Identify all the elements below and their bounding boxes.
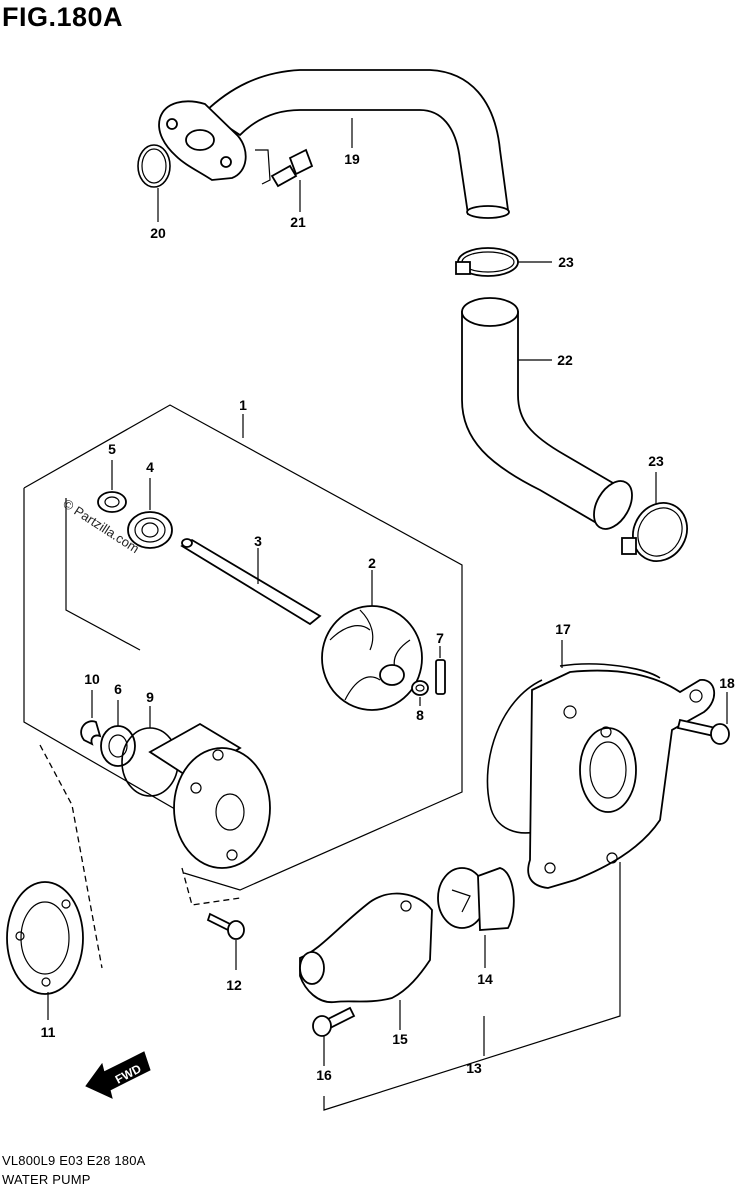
o-ring-20[interactable] — [137, 144, 171, 188]
section-name: WATER PUMP — [2, 1172, 91, 1187]
callout-7[interactable]: 7 — [436, 630, 444, 646]
washer-8[interactable] — [411, 680, 429, 696]
callout-11[interactable]: 11 — [41, 1024, 56, 1040]
callout-23-upper[interactable]: 23 — [558, 254, 574, 270]
callout-3[interactable]: 3 — [254, 533, 262, 549]
callout-1[interactable]: 1 — [239, 397, 247, 413]
hose-clamp-23-upper[interactable] — [455, 247, 519, 277]
forward-direction-icon: FWD — [85, 1051, 151, 1099]
figure-title: FIG.180A — [2, 2, 124, 32]
callout-23-lower[interactable]: 23 — [648, 453, 664, 469]
callout-6[interactable]: 6 — [114, 681, 122, 697]
callout-19[interactable]: 19 — [344, 151, 360, 167]
gasket-11[interactable] — [6, 881, 84, 995]
callout-22[interactable]: 22 — [557, 352, 573, 368]
callout-4[interactable]: 4 — [146, 459, 154, 475]
screw-12[interactable] — [206, 912, 245, 940]
hose-22[interactable] — [461, 297, 640, 536]
callout-16[interactable]: 16 — [316, 1067, 332, 1083]
screw-16[interactable] — [312, 1006, 356, 1037]
callout-13[interactable]: 13 — [466, 1060, 482, 1076]
callout-21[interactable]: 21 — [290, 214, 306, 230]
hose-clamp-23-lower[interactable] — [621, 493, 698, 571]
flange-19 — [158, 100, 247, 181]
callout-17[interactable]: 17 — [555, 621, 571, 637]
assembly-1-outline — [23, 404, 463, 891]
pipe-19[interactable] — [203, 69, 510, 219]
callout-9[interactable]: 9 — [146, 689, 154, 705]
callout-12[interactable]: 12 — [226, 977, 242, 993]
callout-10[interactable]: 10 — [84, 671, 100, 687]
mechanical-seal-4[interactable] — [127, 511, 173, 549]
callout-8[interactable]: 8 — [416, 707, 424, 723]
bearing-6[interactable] — [100, 725, 136, 767]
oil-seal-5[interactable] — [97, 491, 127, 513]
impeller-2[interactable] — [321, 605, 423, 711]
pump-body — [148, 722, 271, 869]
circlip-10[interactable] — [80, 720, 102, 746]
bolt-21[interactable] — [270, 148, 314, 188]
shaft-3[interactable] — [180, 538, 322, 626]
model-code: VL800L9 E03 E28 180A — [2, 1153, 146, 1168]
callout-18[interactable]: 18 — [719, 675, 735, 691]
callout-14[interactable]: 14 — [477, 971, 493, 987]
callout-15[interactable]: 15 — [392, 1031, 408, 1047]
bolt-18[interactable] — [676, 718, 730, 745]
thermostat-housing-17[interactable] — [527, 669, 715, 889]
callout-5[interactable]: 5 — [108, 441, 116, 457]
o-ring-17[interactable] — [486, 663, 661, 834]
callout-2[interactable]: 2 — [368, 555, 376, 571]
callout-20[interactable]: 20 — [150, 225, 166, 241]
set-13-bracket — [323, 862, 621, 1111]
thermostat-14[interactable] — [437, 867, 515, 931]
pin-7[interactable] — [435, 659, 446, 695]
outlet-15[interactable] — [299, 892, 433, 1003]
